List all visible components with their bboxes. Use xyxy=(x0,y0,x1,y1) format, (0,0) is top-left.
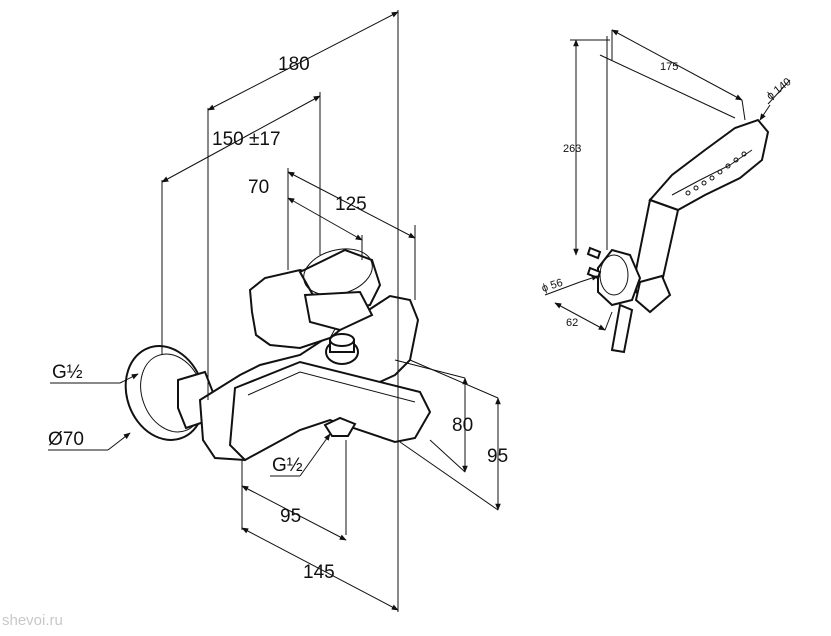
dim-95-bottom-label: 95 xyxy=(280,506,301,527)
dim-dia70-label: Ø70 xyxy=(48,429,84,450)
dim-180-label: 180 xyxy=(278,54,310,75)
faucet-body xyxy=(124,248,432,462)
dim-62-label: 62 xyxy=(566,317,578,329)
dim-145-label: 145 xyxy=(303,562,335,583)
dim-80-label: 80 xyxy=(452,415,473,436)
dim-dia140-label: ϕ 140 xyxy=(764,76,793,102)
dim-125-label: 125 xyxy=(335,194,367,215)
dim-95-right-label: 95 xyxy=(487,446,508,467)
dim-g-half-bottom-label: G½ xyxy=(272,455,303,476)
shower-dimension-lines xyxy=(544,29,791,331)
dim-175-label: 175 xyxy=(660,61,678,73)
watermark: shevoi.ru xyxy=(2,612,63,629)
dim-70-label: 70 xyxy=(248,177,269,198)
faucet-dimension-lines xyxy=(48,11,501,611)
dim-263-label: 263 xyxy=(563,143,581,155)
hand-shower xyxy=(586,118,770,354)
dim-150-label: 150 ±17 xyxy=(212,129,281,150)
dim-g-half-top-label: G½ xyxy=(52,362,83,383)
